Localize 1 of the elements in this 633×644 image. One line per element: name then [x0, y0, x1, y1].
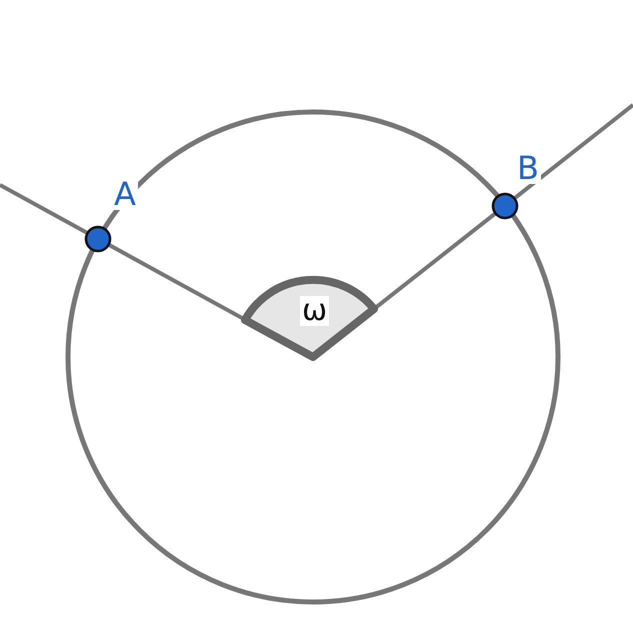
- angle-label: ω: [300, 296, 330, 326]
